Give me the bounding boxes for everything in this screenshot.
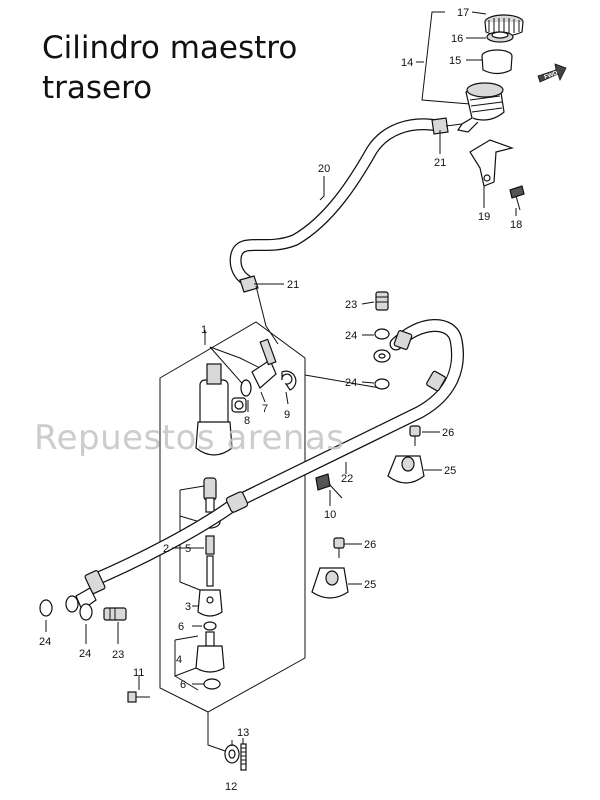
- leader-lines: [45, 11, 517, 746]
- washer-24-left: [39, 599, 53, 617]
- o-ring-8: [240, 379, 252, 397]
- title-line-2: trasero: [42, 70, 153, 106]
- callout-26-upper: 26: [442, 427, 454, 439]
- reservoir-group: [421, 11, 525, 211]
- push-rod-assembly: [195, 477, 225, 690]
- bracket-line-3: [179, 485, 205, 591]
- diagram-title: Cilindro maestro trasero: [42, 28, 297, 108]
- callout-12: 12: [225, 781, 237, 793]
- callout-4: 4: [176, 654, 182, 666]
- banjo-bolt-lower: [103, 607, 127, 621]
- callout-19: 19: [478, 211, 490, 223]
- fwd-arrow: FWD: [537, 63, 567, 83]
- washer-24-middle: [374, 378, 390, 390]
- screw-26-lower: [333, 537, 345, 558]
- callout-9: 9: [284, 409, 290, 421]
- callout-20: 20: [318, 163, 330, 175]
- clamp-25-upper: [387, 455, 425, 484]
- circlip-9: [281, 370, 297, 391]
- banjo-bolt-upper: [375, 291, 389, 311]
- clamp-25-lower: [311, 567, 349, 599]
- callout-24-right: 24: [79, 648, 91, 660]
- bracket-line-4: [174, 635, 199, 691]
- fwd-label: FWD: [544, 70, 560, 81]
- reservoir-diaphragm: [486, 31, 514, 43]
- bracket-line-14: [421, 11, 471, 105]
- bolt-11: [127, 691, 150, 703]
- callout-5: 5: [185, 543, 191, 555]
- callout-6-upper: 6: [178, 621, 184, 633]
- callout-8: 8: [244, 415, 250, 427]
- callout-24-left: 24: [39, 636, 51, 648]
- pin-13: [240, 743, 247, 771]
- callout-18: 18: [510, 219, 522, 231]
- screw-26-upper: [409, 425, 421, 446]
- callout-24-middle: 24: [345, 377, 357, 389]
- callout-13: 13: [237, 727, 249, 739]
- reservoir-body: [457, 82, 505, 133]
- callout-15: 15: [449, 55, 461, 67]
- callout-25-lower: 25: [364, 579, 376, 591]
- washer-24-right: [79, 603, 93, 621]
- callout-3: 3: [185, 601, 191, 613]
- callout-10: 10: [324, 509, 336, 521]
- callout-11: 11: [133, 667, 144, 679]
- callout-6-lower: 6: [180, 679, 186, 691]
- callout-14: 14: [401, 57, 413, 69]
- brake-hose: [65, 319, 464, 613]
- callout-1: 1: [201, 324, 207, 336]
- callout-25-upper: 25: [444, 465, 456, 477]
- callout-21-upper: 21: [434, 157, 446, 169]
- reservoir-plate: [481, 49, 513, 75]
- callout-16: 16: [451, 33, 463, 45]
- washer-12: [224, 744, 240, 764]
- callout-21-lower: 21: [287, 279, 299, 291]
- mount-bracket: [469, 139, 515, 187]
- callout-23-lower: 23: [112, 649, 124, 661]
- bolt-18: [509, 185, 525, 211]
- callout-7: 7: [262, 403, 268, 415]
- bolt-10: [315, 473, 343, 499]
- callout-17: 17: [457, 7, 469, 19]
- callout-24-upper: 24: [345, 330, 357, 342]
- callout-26-lower: 26: [364, 539, 376, 551]
- callout-labels: 1 2 3 4 5 6 6 7 8 9 10 11 12 13 14 15 16…: [39, 7, 522, 793]
- callout-23-upper: 23: [345, 299, 357, 311]
- title-line-1: Cilindro maestro: [42, 30, 298, 66]
- washer-24-upper: [374, 328, 390, 340]
- watermark-text: Repuestos arenas: [34, 418, 345, 458]
- callout-22: 22: [341, 473, 353, 485]
- callout-2: 2: [163, 543, 169, 555]
- master-cylinder: [195, 338, 277, 456]
- reservoir-hose: [229, 117, 463, 345]
